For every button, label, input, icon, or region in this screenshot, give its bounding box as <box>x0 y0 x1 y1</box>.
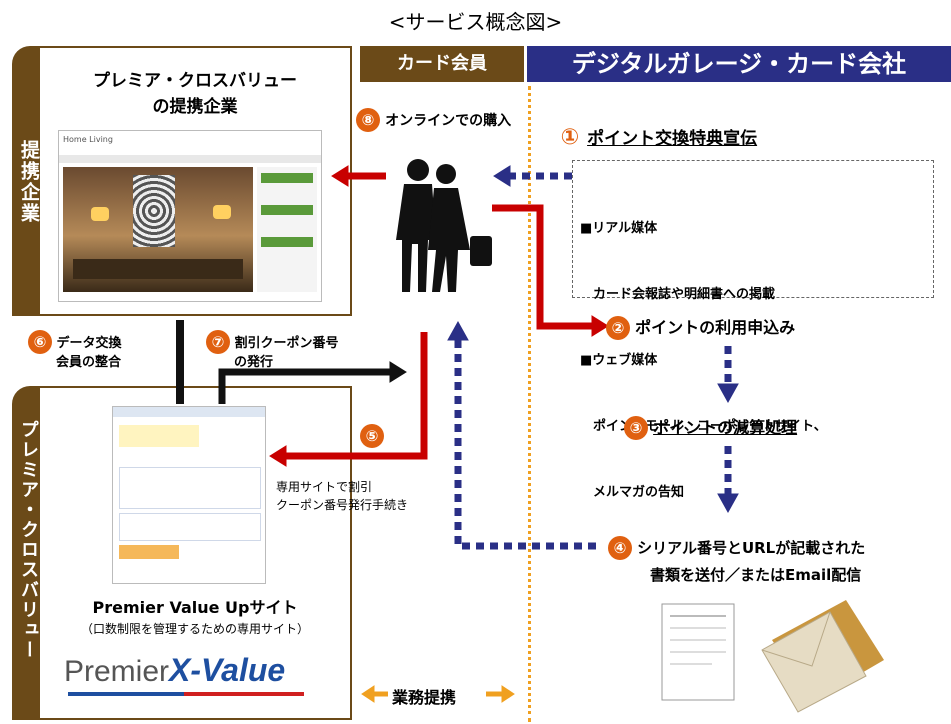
sidebar-block-3 <box>261 237 313 247</box>
step-7-label-line1: 割引クーポン番号 <box>234 336 339 351</box>
arrow-coupon-request <box>269 332 428 467</box>
media-line-4: ポイントモール、コーポレートサイト、 <box>580 419 827 434</box>
arrow-online-purchase <box>331 165 386 187</box>
partner-title: プレミア・クロスバリュー の提携企業 <box>40 68 350 120</box>
step-5-note: 専用サイトで割引 クーポン番号発行手続き <box>276 478 408 514</box>
step-4: ④ シリアル番号とURLが記載された <box>608 536 865 560</box>
logo-underline-red <box>184 692 304 696</box>
media-line-3: ■ウェブ媒体 <box>580 353 658 368</box>
step-4-number: ④ <box>608 536 632 560</box>
step-1-label: ポイント交換特典宣伝 <box>587 129 758 149</box>
step-8-label: オンラインでの購入 <box>385 113 512 129</box>
couple-silhouette-icon <box>396 159 492 292</box>
site-hero-image <box>63 167 253 292</box>
step-5: ⑤ <box>360 424 384 448</box>
pvu-vertical-label: プレミア・クロスバリュー <box>18 420 39 660</box>
step-1-number: ① <box>560 125 580 150</box>
step-5-number: ⑤ <box>360 424 384 448</box>
step-5-note-line1: 専用サイトで割引 <box>276 480 373 494</box>
company-header: デジタルガレージ・カード会社 <box>527 46 951 82</box>
hero-furniture <box>73 259 243 279</box>
arrow-coupon-issue <box>218 361 407 404</box>
partner-site-screenshot: Home Living <box>58 130 322 302</box>
step-2-label: ポイントの利用申込み <box>635 318 796 337</box>
media-line-5: メルマガの告知 <box>580 485 685 500</box>
partner-vertical-label: 提携企業 <box>18 140 40 224</box>
pvu-site-steps <box>119 467 261 509</box>
pvu-site-form <box>119 513 261 541</box>
step-8-number: ⑧ <box>356 108 380 132</box>
step-2-number: ② <box>606 316 630 340</box>
partner-title-line2: の提携企業 <box>152 97 238 117</box>
step-7: ⑦ 割引クーポン番号 の発行 <box>206 330 339 372</box>
pvu-site-title: Premier Value Upサイト <box>92 598 298 617</box>
company-divider <box>528 86 531 722</box>
partner-title-line1: プレミア・クロスバリュー <box>93 71 297 91</box>
pvu-site-button <box>119 545 179 559</box>
step-1: ① ポイント交換特典宣伝 <box>558 124 757 150</box>
step-6: ⑥ データ交換 会員の整合 <box>28 330 122 372</box>
media-line-2: カード会報誌や明細書への掲載 <box>580 287 776 302</box>
arrow-apply <box>492 204 609 337</box>
logo-xvalue: X-Value <box>169 652 286 688</box>
envelope-icon <box>761 600 884 713</box>
step-6-label-line1: データ交換 <box>56 336 122 351</box>
step-6-number: ⑥ <box>28 330 52 354</box>
alliance-label: 業務提携 <box>392 688 457 707</box>
arrow-2-to-3 <box>717 346 739 404</box>
pvu-site-subtitle: （口数制限を管理するための専用サイト） <box>80 622 309 636</box>
step-8: ⑧ オンラインでの購入 <box>356 108 511 132</box>
document-icon <box>661 603 735 701</box>
arrow-send-documents <box>447 320 596 550</box>
sidebar-block-1 <box>261 173 313 183</box>
site-brand: Home Living <box>63 135 113 144</box>
arrow-promotion <box>493 165 572 187</box>
step-3-number: ③ <box>624 416 648 440</box>
media-box <box>572 160 934 298</box>
step-3: ③ ポイントの減算処理 <box>624 414 797 440</box>
step-4-label-line1: シリアル番号とURLが記載された <box>637 539 866 557</box>
alliance-arrows <box>361 685 515 703</box>
pvu-site-screenshot <box>112 406 266 584</box>
premier-xvalue-logo: PremierX-Value <box>64 652 334 702</box>
step-5-note-line2: クーポン番号発行手続き <box>276 498 409 512</box>
step-3-label: ポイントの減算処理 <box>653 418 798 437</box>
logo-premier: Premier <box>64 655 170 688</box>
media-box-text: ■リアル媒体 カード会報誌や明細書への掲載 ■ウェブ媒体 ポイントモール、コーポ… <box>580 174 827 526</box>
hero-panel-decor <box>133 175 175 247</box>
pvu-site-header <box>113 407 265 417</box>
pvu-site-banner <box>119 425 199 447</box>
step-7-label-line2: の発行 <box>234 355 274 370</box>
hero-lamp-right <box>213 205 231 219</box>
site-nav-bar <box>59 155 321 163</box>
media-line-1: ■リアル媒体 <box>580 221 658 236</box>
step-7-number: ⑦ <box>206 330 230 354</box>
member-header: カード会員 <box>360 46 524 82</box>
diagram-title: <サービス概念図> <box>388 10 563 34</box>
arrow-3-to-4 <box>717 446 739 514</box>
step-6-label-line2: 会員の整合 <box>56 355 122 370</box>
step-2: ② ポイントの利用申込み <box>606 314 795 340</box>
step-4-label-line2: 書類を送付／またはEmail配信 <box>650 566 862 584</box>
hero-lamp-left <box>91 207 109 221</box>
site-sidebar <box>257 167 317 292</box>
sidebar-block-2 <box>261 205 313 215</box>
